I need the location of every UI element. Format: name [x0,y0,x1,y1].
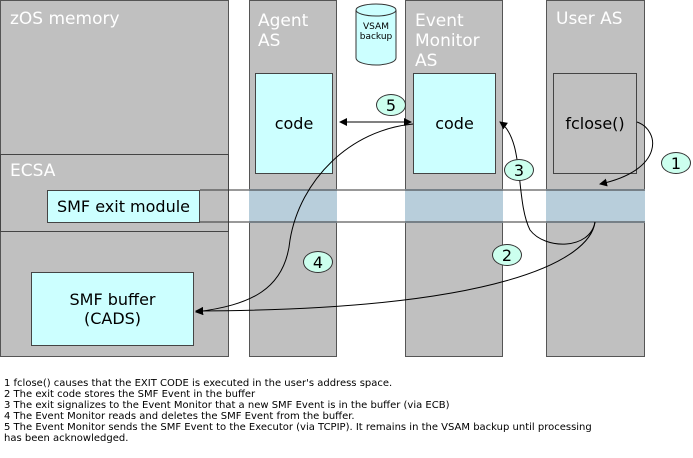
smf-exit-module: SMF exit module [47,190,200,223]
legend-item-4: 4 The Event Monitor reads and deletes th… [4,411,355,422]
event-monitor-title: Event Monitor AS [415,11,480,71]
legend-item-1: 1 fclose() causes that the EXIT CODE is … [4,378,393,389]
agent-code-box: code [255,73,333,174]
smf-exit-band-user [546,189,645,223]
step-badge-2: 2 [492,244,522,266]
agent-code-label: code [274,114,314,133]
legend: 1 fclose() causes that the EXIT CODE is … [4,378,689,444]
legend-item-5: 5 The Event Monitor sends the SMF Event … [4,422,592,444]
step-badge-1: 1 [661,152,691,174]
user-as-panel: User AS [546,0,645,357]
event-code-label: code [435,114,474,133]
smf-exit-module-label: SMF exit module [56,197,191,216]
user-as-title: User AS [556,9,623,29]
smf-exit-band-agent [249,189,337,223]
zos-memory-title: zOS memory [10,9,120,29]
smf-buffer: SMF buffer (CADS) [31,272,194,346]
agent-as-title: Agent AS [258,11,309,51]
smf-buffer-label: SMF buffer (CADS) [69,290,156,328]
user-fclose-box: fclose() [553,73,637,174]
vsam-backup-icon [355,3,397,66]
step-badge-5: 5 [376,94,406,116]
legend-item-2: 2 The exit code stores the SMF Event in … [4,389,256,400]
vsam-backup-label: VSAM backup [359,22,393,42]
legend-item-3: 3 The exit signalizes to the Event Monit… [4,400,450,411]
event-code-box: code [413,73,496,174]
smf-exit-band-event [405,189,503,223]
ecsa-label: ECSA [10,161,56,181]
agent-as-panel: Agent AS [249,0,337,357]
step-badge-4: 4 [303,251,333,273]
step-badge-3: 3 [504,159,534,181]
user-fclose-label: fclose() [565,114,625,133]
